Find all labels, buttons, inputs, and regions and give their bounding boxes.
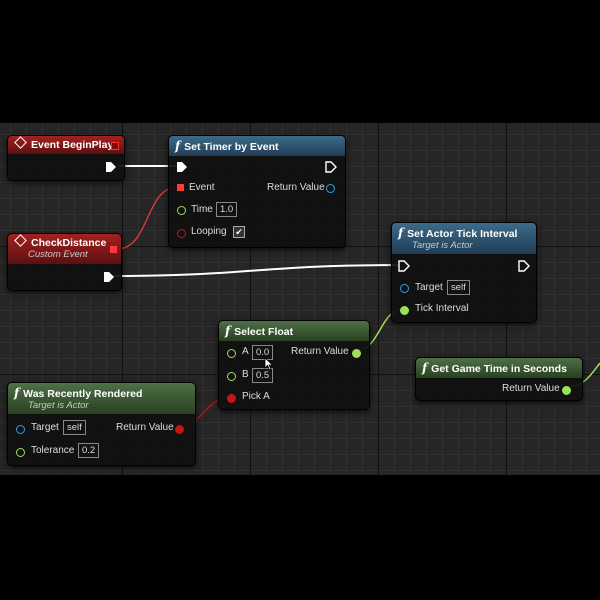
exec-output-pin[interactable] — [325, 161, 337, 173]
pick-a-pin-label: Pick A — [242, 391, 270, 402]
exec-output-pin[interactable] — [518, 260, 530, 272]
looping-checkbox[interactable]: ✔ — [233, 226, 245, 238]
function-icon: f — [175, 139, 181, 153]
b-value-field[interactable]: 0.5 — [252, 368, 274, 383]
delegate-output-pin[interactable] — [110, 246, 117, 253]
node-event-beginplay[interactable]: Event BeginPlay — [7, 135, 125, 181]
exec-output-pin[interactable] — [103, 271, 115, 283]
tick-interval-pin-label: Tick Interval — [415, 303, 469, 314]
event-pin-label: Event — [189, 182, 215, 193]
exec-input-pin[interactable] — [176, 161, 188, 173]
a-value-field[interactable]: 0.0 — [252, 345, 274, 360]
return-value-label: Return Value — [502, 383, 560, 394]
function-icon: f — [422, 361, 428, 375]
node-title: Event BeginPlay — [31, 139, 114, 151]
target-input-pin[interactable] — [400, 284, 409, 293]
return-value-output-pin[interactable] — [562, 386, 571, 395]
time-pin-label: Time — [191, 204, 213, 215]
function-icon: f — [398, 226, 404, 240]
exec-output-pin[interactable] — [105, 161, 117, 173]
node-title: Was Recently Rendered — [23, 388, 143, 400]
function-icon: f — [14, 386, 20, 400]
target-value-field[interactable]: self — [63, 420, 86, 435]
target-pin-label: Target — [415, 282, 443, 293]
node-title: Set Timer by Event — [184, 141, 279, 153]
blueprint-graph-canvas[interactable]: Event BeginPlay CheckDistance Custom Eve… — [0, 123, 600, 475]
tick-interval-input-pin[interactable] — [400, 306, 409, 315]
return-value-output-pin[interactable] — [326, 184, 335, 193]
pick-a-input-pin[interactable] — [227, 394, 236, 403]
function-icon: f — [225, 324, 231, 338]
node-subtitle: Custom Event — [28, 249, 88, 260]
node-subtitle: Target is Actor — [412, 240, 473, 251]
return-value-label: Return Value — [116, 422, 174, 433]
b-pin-label: B — [242, 369, 249, 380]
mouse-cursor-icon — [264, 357, 274, 371]
return-value-output-pin[interactable] — [175, 425, 184, 434]
event-delegate-input-pin[interactable] — [177, 184, 184, 191]
tolerance-input-pin[interactable] — [16, 448, 25, 457]
target-value-field[interactable]: self — [447, 280, 470, 295]
node-subtitle: Target is Actor — [28, 400, 89, 411]
node-title: Get Game Time in Seconds — [431, 363, 567, 375]
target-pin-label: Target — [31, 422, 59, 433]
looping-input-pin[interactable] — [177, 229, 186, 238]
exec-wire-checkdistance-settick — [110, 264, 401, 277]
node-checkdistance[interactable]: CheckDistance Custom Event — [7, 233, 122, 291]
return-value-label: Return Value — [267, 182, 325, 193]
event-diamond-icon — [14, 234, 27, 247]
node-title: Set Actor Tick Interval — [407, 228, 518, 240]
delegate-output-pin[interactable] — [111, 142, 119, 150]
tolerance-pin-label: Tolerance — [31, 445, 75, 456]
tolerance-value-field[interactable]: 0.2 — [78, 443, 100, 458]
node-title: CheckDistance — [31, 237, 107, 249]
event-diamond-icon — [14, 136, 27, 149]
time-value-field[interactable]: 1.0 — [216, 202, 238, 217]
a-pin-label: A — [242, 346, 249, 357]
return-value-output-pin[interactable] — [352, 349, 361, 358]
target-input-pin[interactable] — [16, 425, 25, 434]
time-input-pin[interactable] — [177, 206, 186, 215]
b-input-pin[interactable] — [227, 372, 236, 381]
looping-pin-label: Looping — [191, 226, 227, 237]
node-header: Event BeginPlay — [8, 136, 124, 154]
return-value-label: Return Value — [291, 346, 349, 357]
node-header: CheckDistance Custom Event — [8, 234, 121, 264]
a-input-pin[interactable] — [227, 349, 236, 358]
node-title: Select Float — [234, 326, 294, 338]
exec-input-pin[interactable] — [398, 260, 410, 272]
